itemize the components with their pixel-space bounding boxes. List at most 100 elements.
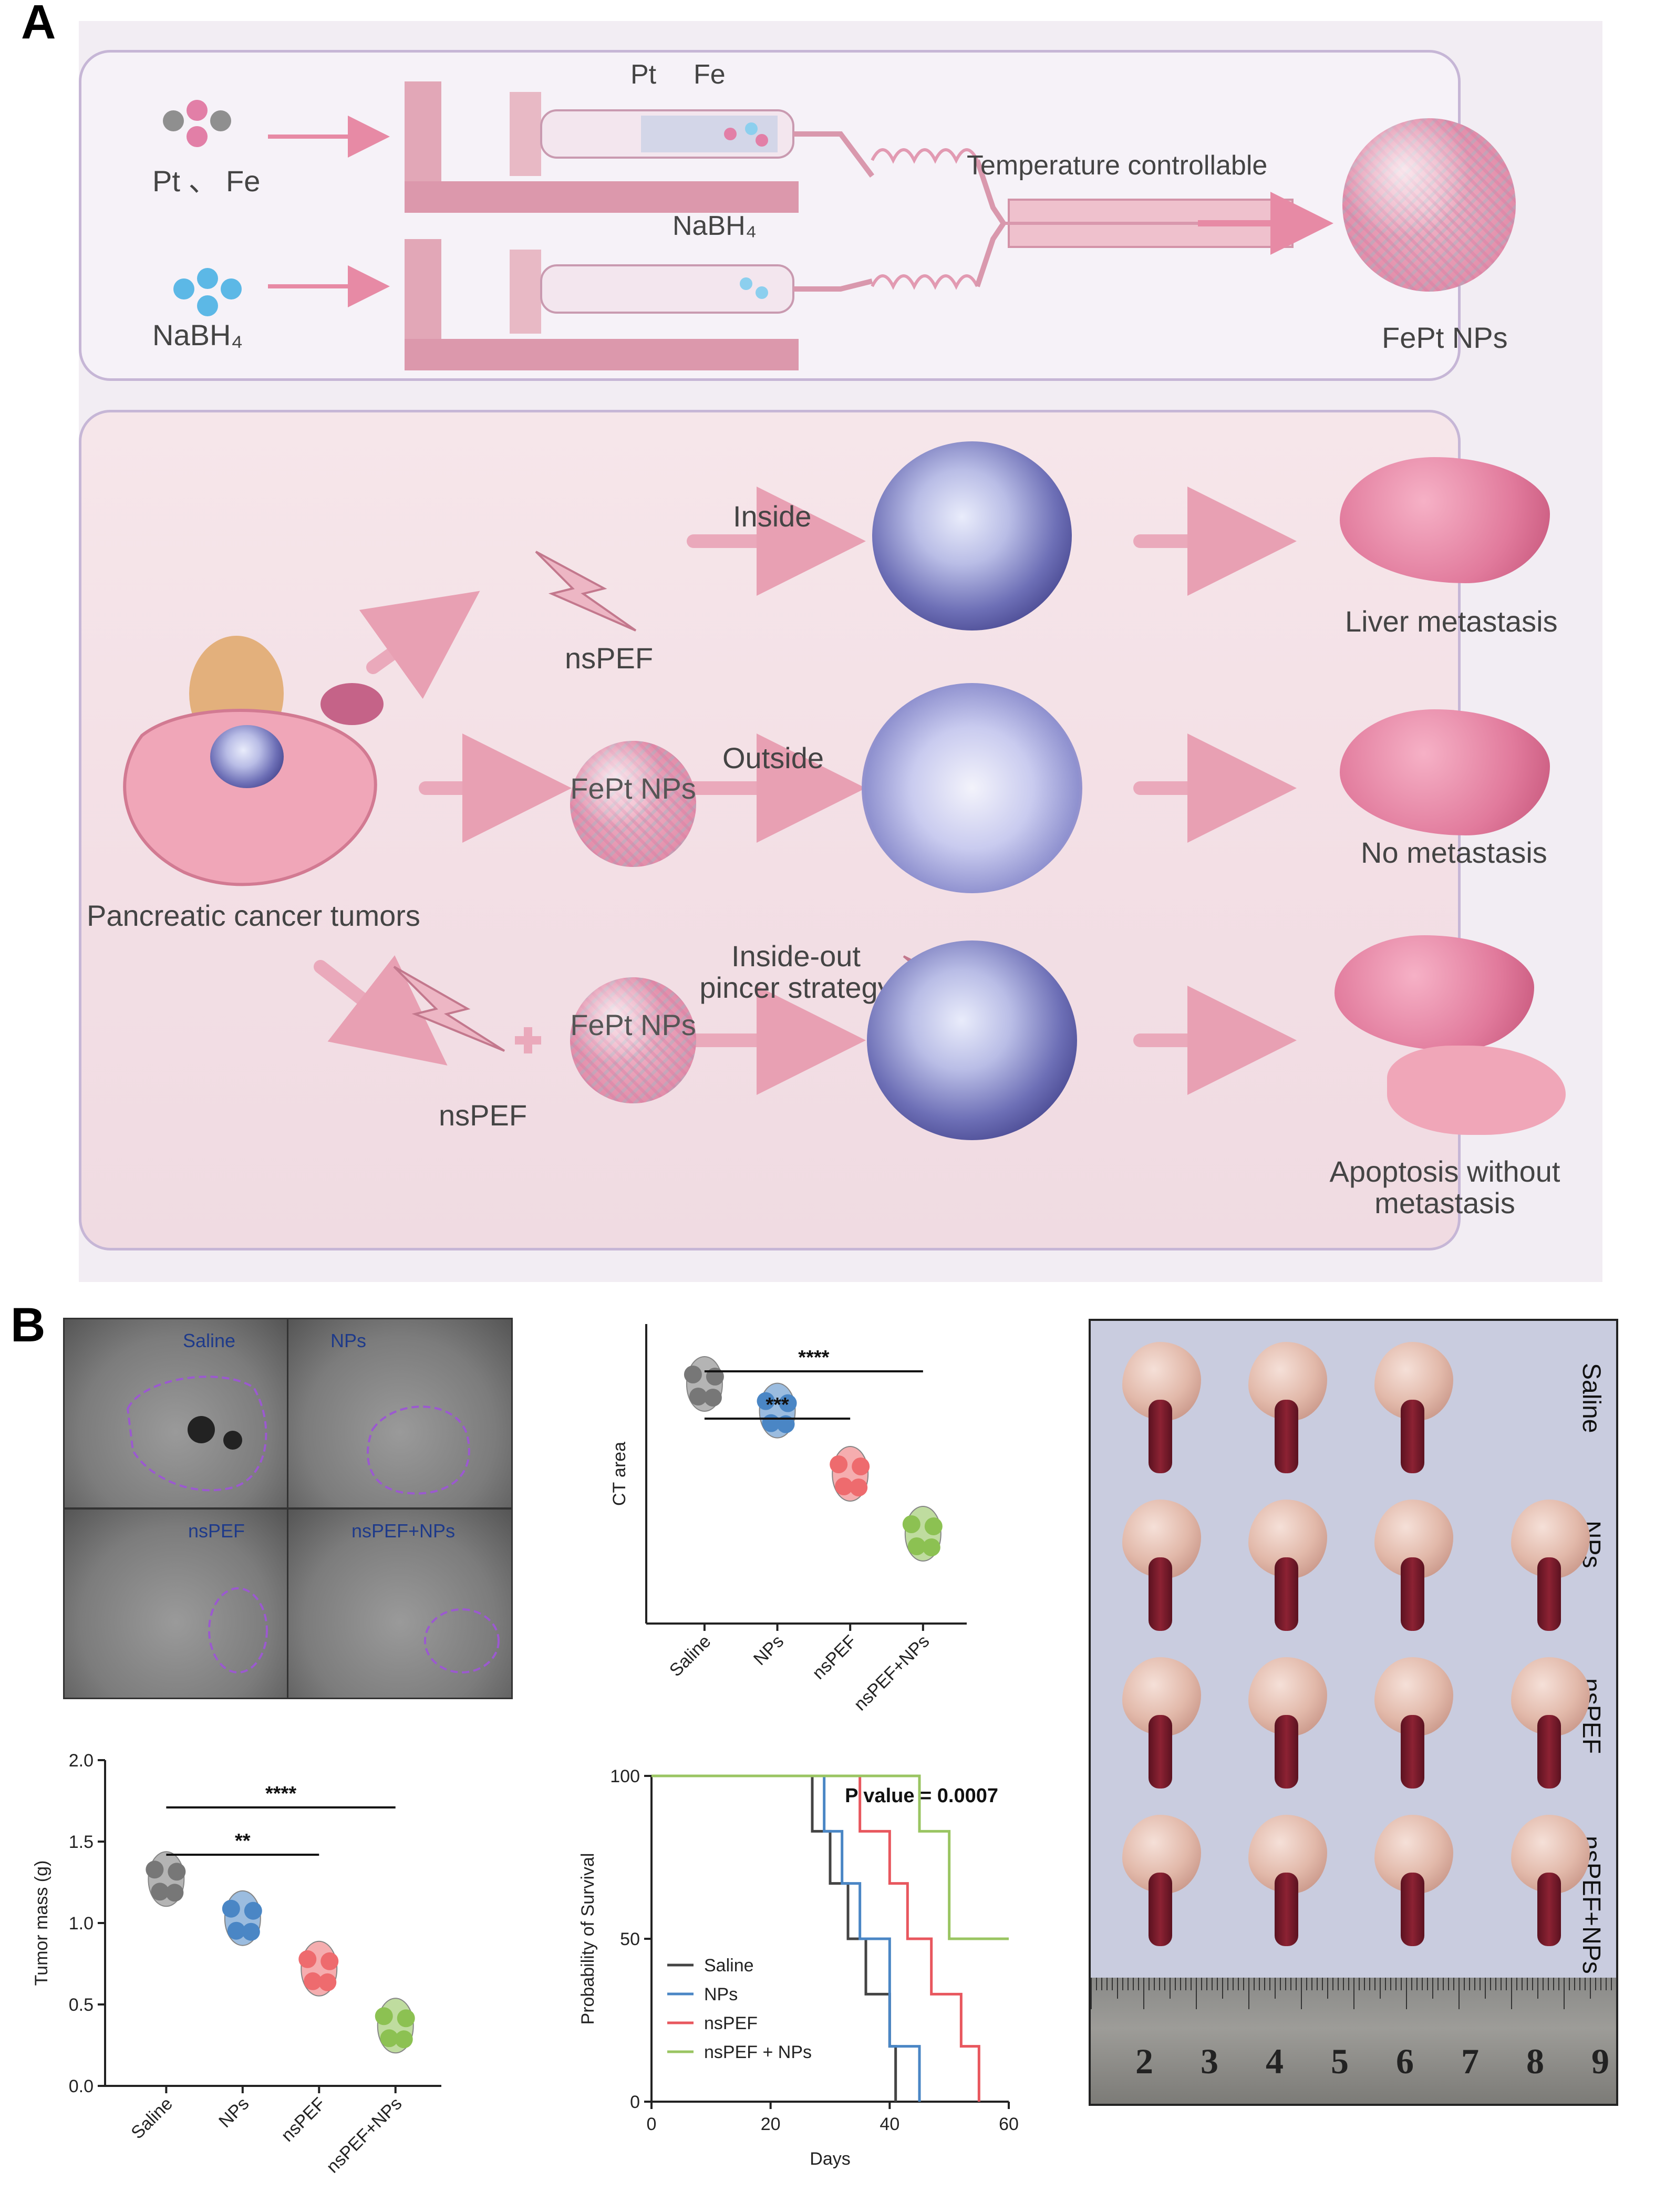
data-point — [146, 1860, 164, 1879]
row3-agent2-label: FePt NPs — [570, 1008, 696, 1041]
ruler-tick — [1133, 1978, 1134, 1990]
ruler-tick — [1411, 1978, 1412, 1990]
ruler-tick — [1511, 1978, 1512, 2009]
ruler-tick — [1238, 1978, 1239, 1990]
row3-pancreas-icon — [1387, 1046, 1566, 1135]
reactor-label: Temperature controllable — [967, 150, 1268, 181]
synthesis-diagram — [268, 81, 1333, 370]
ruler-tick — [1306, 1978, 1307, 1990]
specimen-stem — [1275, 1400, 1298, 1473]
x-tick-label: NPs — [750, 1631, 788, 1669]
ruler-tick — [1091, 1978, 1092, 2009]
reagent-nabh4-label: NaBH₄ — [152, 318, 243, 352]
ruler-tick — [1501, 1978, 1502, 1990]
ruler-tick — [1143, 1978, 1144, 2009]
row2-fept-sphere-icon: FePt NPs — [570, 741, 696, 867]
ct-tile-nps: NPs — [287, 1318, 513, 1509]
row2-mode-label: Outside — [722, 741, 824, 774]
ruler-tick — [1585, 1978, 1586, 1990]
ruler-tick — [1474, 1978, 1475, 1990]
row1-mode-label: Inside — [733, 500, 812, 533]
specimen-stem — [1401, 1715, 1424, 1789]
ruler-tick — [1280, 1978, 1281, 1990]
y-tick-label: 0.0 — [69, 2076, 94, 2096]
data-point — [395, 2030, 413, 2049]
specimen-stem — [1149, 1400, 1172, 1473]
ruler-tick — [1395, 1978, 1397, 1990]
row2-outcome-label: No metastasis — [1361, 836, 1547, 869]
specimen-stem — [1401, 1873, 1424, 1946]
ruler-tick — [1374, 1978, 1375, 1990]
data-point — [318, 1973, 337, 1991]
ruler-tick — [1264, 1978, 1265, 1990]
ct-roi-outline — [366, 1405, 470, 1495]
specimen-stem — [1537, 1557, 1561, 1631]
ct-label-combo: nsPEF+NPs — [351, 1520, 456, 1542]
p-value-annotation: P value = 0.0007 — [845, 1785, 998, 1807]
ruler-tick — [1290, 1978, 1291, 1990]
ruler-number: 5 — [1331, 2041, 1349, 2081]
ruler-tick — [1185, 1978, 1186, 1990]
ruler-tick — [1212, 1978, 1213, 1990]
ruler-tick — [1490, 1978, 1491, 1990]
row3-liver-icon — [1335, 935, 1534, 1051]
ruler-tick — [1317, 1978, 1318, 1990]
row2-agent-label: FePt NPs — [570, 772, 696, 805]
ruler-tick — [1532, 1978, 1533, 1990]
data-point — [298, 1950, 317, 1968]
legend-label: nsPEF — [704, 2013, 758, 2033]
data-point — [222, 1899, 240, 1918]
data-point — [830, 1455, 848, 1473]
data-point — [924, 1517, 943, 1535]
ruler-tick — [1359, 1978, 1360, 1990]
ruler-tick — [1196, 1978, 1197, 2009]
ruler-number: 9 — [1591, 2041, 1609, 2081]
ruler-tick — [1364, 1978, 1365, 1990]
ruler-tick — [1443, 1978, 1444, 1990]
ruler-number: 3 — [1201, 2041, 1218, 2081]
ruler-tick — [1469, 1978, 1470, 1990]
data-point — [320, 1952, 339, 1970]
ruler-number: 7 — [1461, 2041, 1479, 2081]
data-point — [168, 1863, 186, 1881]
reagent-pt-fe-label: Pt 、 Fe — [152, 164, 261, 198]
ruler-tick — [1259, 1978, 1260, 1990]
ruler-tick — [1180, 1978, 1181, 1990]
ruler-tick — [1553, 1978, 1554, 1990]
data-point — [850, 1479, 868, 1496]
data-point — [922, 1538, 940, 1556]
data-point — [166, 1884, 184, 1902]
ruler-tick — [1254, 1978, 1255, 1990]
specimen-stem — [1149, 1715, 1172, 1789]
ruler-number: 8 — [1526, 2041, 1544, 2081]
ruler-tick — [1495, 1978, 1496, 1990]
ruler-tick — [1353, 1978, 1354, 2009]
ruler-tick — [1164, 1978, 1165, 1990]
ruler-tick — [1574, 1978, 1575, 1990]
ruler-tick — [1101, 1978, 1102, 1990]
ruler-tick — [1243, 1978, 1244, 1990]
ruler-tick — [1464, 1978, 1465, 1990]
ruler-tick — [1595, 1978, 1596, 1990]
ruler-tick — [1480, 1978, 1481, 1990]
ruler-tick — [1406, 1978, 1407, 2009]
y-tick-label: 0.5 — [69, 1995, 94, 2015]
ruler-tick — [1453, 1978, 1454, 1990]
x-tick-label: 60 — [999, 2114, 1019, 2134]
data-point — [907, 1537, 926, 1555]
ruler-tick — [1327, 1978, 1328, 1999]
ruler-tick — [1301, 1978, 1302, 2009]
healthy-liver-icon — [1340, 709, 1550, 835]
ruler-tick — [1128, 1978, 1129, 1990]
inside-damaged-tumor-icon — [872, 441, 1072, 630]
ruler-tick — [1248, 1978, 1249, 2009]
row3-mode-label: Inside-out pincer strategy — [699, 939, 893, 1004]
data-point — [689, 1388, 707, 1405]
data-point — [779, 1394, 797, 1412]
y-tick-label: 2.0 — [69, 1751, 94, 1771]
outside-tumor-icon — [862, 683, 1082, 893]
x-tick-label: NPs — [215, 2094, 253, 2132]
ruler-tick — [1401, 1978, 1402, 1990]
